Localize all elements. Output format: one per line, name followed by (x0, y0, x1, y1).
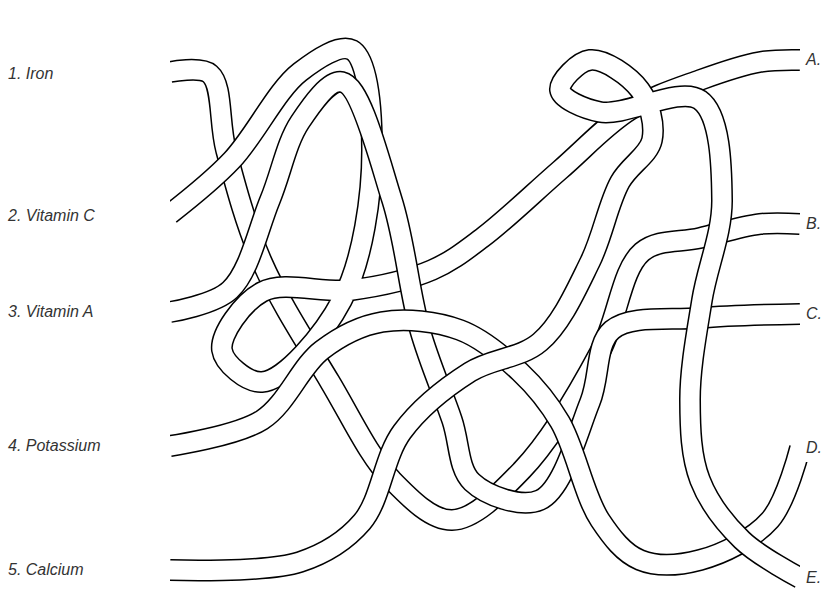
answer-letter: B. (806, 214, 821, 233)
answer-letter: E. (806, 568, 821, 587)
rope-end-mask (800, 564, 830, 592)
answer-letter: C. (806, 304, 822, 323)
rope-end-mask (800, 210, 830, 238)
rope-end-mask (140, 200, 170, 228)
nutrient-label: 4. Potassium (8, 436, 100, 455)
rope-end-mask (800, 300, 830, 328)
rope-end-mask (140, 58, 170, 86)
rope-end-mask (140, 432, 170, 460)
rope-end-mask (800, 434, 830, 462)
nutrient-label: 5. Calcium (8, 560, 84, 579)
rope-end-mask (140, 298, 170, 326)
rope-outline (170, 60, 800, 578)
rope-fill (170, 60, 800, 578)
answer-letter: D. (806, 438, 822, 457)
rope (140, 60, 830, 592)
answer-letter: A. (806, 50, 821, 69)
nutrient-label: 3. Vitamin A (8, 302, 93, 321)
nutrient-label: 1. Iron (8, 64, 53, 83)
rope-end-mask (800, 46, 830, 74)
nutrient-label: 2. Vitamin C (8, 206, 95, 225)
rope-end-mask (140, 556, 170, 584)
